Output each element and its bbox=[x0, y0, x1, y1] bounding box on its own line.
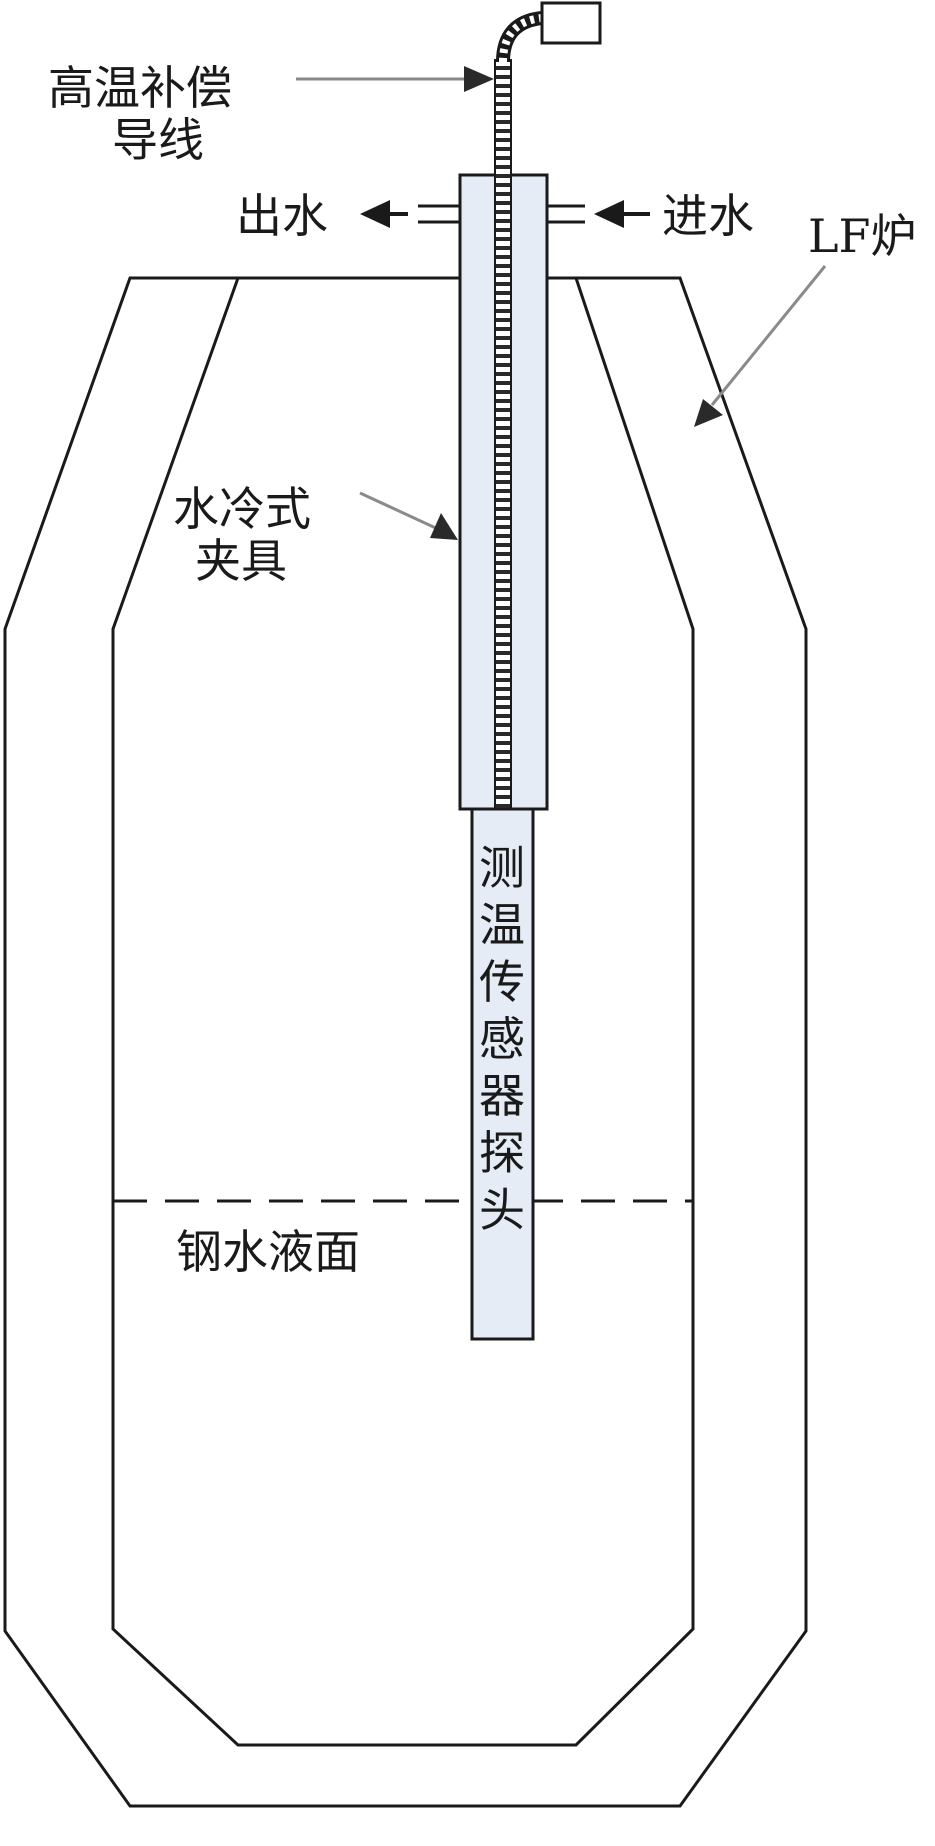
connector-box bbox=[540, 1, 602, 45]
furnace-label: LF炉 bbox=[808, 209, 917, 263]
sensor-probe bbox=[470, 807, 535, 1341]
clamp-label: 水冷式 夹具 bbox=[173, 483, 311, 587]
leader-compensation-wire bbox=[296, 66, 494, 92]
water-in-arrow bbox=[594, 200, 650, 228]
water-in-label: 进水 bbox=[662, 189, 754, 243]
furnace-inner-wall bbox=[111, 276, 695, 1747]
compensation-wire-coil bbox=[494, 59, 512, 810]
compensation-wire-label: 高温补偿 导线 bbox=[48, 62, 232, 166]
sensor-probe-char-1: 测 bbox=[479, 841, 525, 895]
sensor-probe-char-2: 温 bbox=[479, 898, 525, 952]
furnace-outer-wall bbox=[3, 276, 808, 1808]
leader-clamp bbox=[359, 491, 458, 540]
steel-level-label: 钢水液面 bbox=[176, 1225, 360, 1279]
sensor-probe-char-4: 感 bbox=[479, 1012, 525, 1066]
sensor-probe-char-7: 头 bbox=[479, 1183, 525, 1237]
leader-furnace bbox=[694, 265, 827, 427]
sensor-probe-char-6: 探 bbox=[479, 1126, 525, 1180]
compensation-wire-label-line1: 高温补偿 bbox=[48, 61, 232, 115]
water-out-arrow bbox=[360, 200, 408, 228]
clamp-label-line2: 夹具 bbox=[195, 534, 287, 588]
sensor-probe-char-5: 器 bbox=[479, 1069, 525, 1123]
compensation-wire-bend bbox=[496, 11, 544, 63]
sensor-probe-label: 测 温 传 感 器 探 头 bbox=[474, 840, 530, 1239]
water-out-label: 出水 bbox=[236, 189, 328, 243]
clamp-label-line1: 水冷式 bbox=[173, 482, 311, 536]
compensation-wire-label-line2: 导线 bbox=[112, 113, 204, 167]
sensor-probe-char-3: 传 bbox=[479, 955, 525, 1009]
